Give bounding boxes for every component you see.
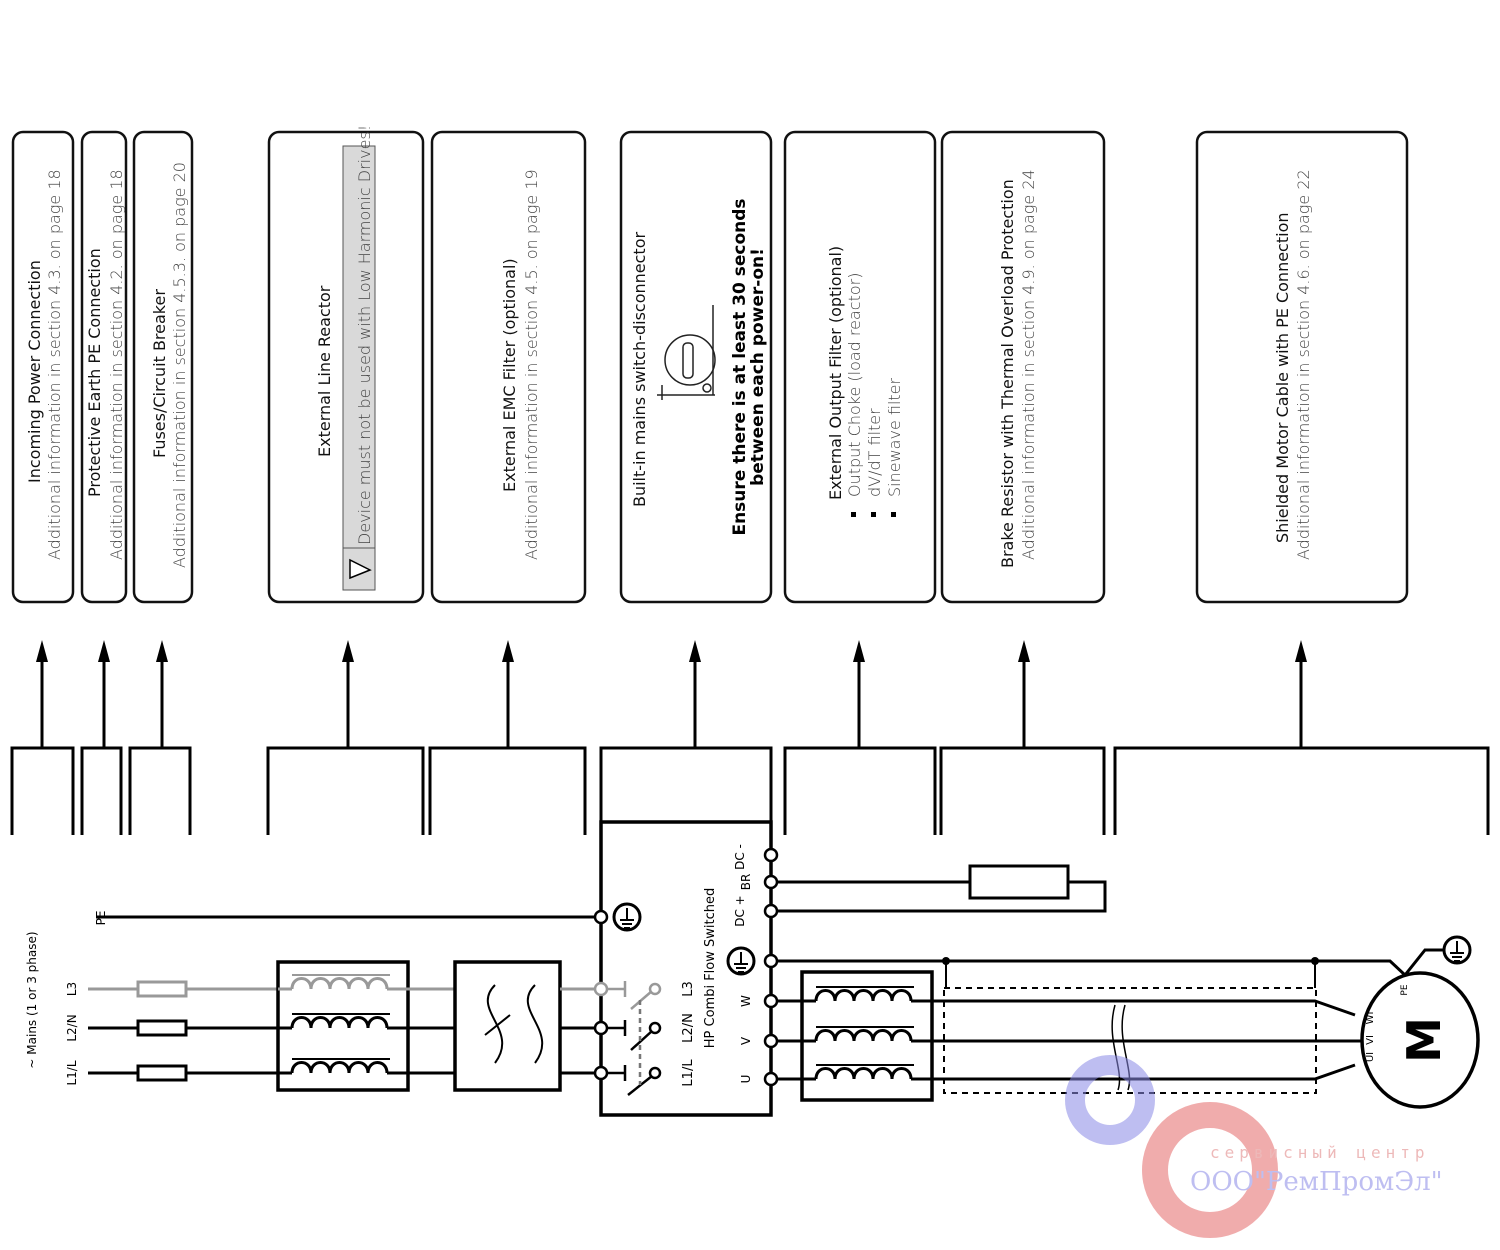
emc-filter [453, 960, 562, 1092]
watermark-line2: ООО"РемПромЭл" [1190, 1167, 1443, 1197]
fuse-l2 [136, 1019, 188, 1037]
watermark-line1: сервисный центр [1210, 1143, 1430, 1162]
filter-item: Sinewave filter [885, 377, 904, 497]
motor: M UI VI WI PE [1360, 971, 1480, 1109]
pointer-arrow [10, 640, 75, 835]
motor-terminal-u: UI [1365, 1052, 1376, 1062]
box-title: Shielded Motor Cable with PE Connection [1273, 212, 1292, 543]
earth-icon [726, 946, 756, 976]
box-info: Additional information in section 4.6. o… [1294, 169, 1313, 560]
box-output-filter: External Output Filter (optional) Output… [783, 130, 937, 604]
terminal-v: V [739, 1036, 753, 1045]
motor-earth-icon [1442, 935, 1472, 965]
box-motor-cable: Shielded Motor Cable with PE Connection … [1195, 130, 1409, 604]
box-pe-connection: Protective Earth PE Connection Additiona… [80, 130, 128, 604]
mains-label: ~ Mains (1 or 3 phase) [25, 931, 39, 1068]
notice-line2: between each power-on! [748, 248, 768, 486]
pointer-arrow [80, 640, 123, 835]
fuse-l1 [136, 1064, 188, 1082]
filter-item: dV/dT filter [865, 408, 884, 497]
bullet [851, 512, 856, 517]
inductor-coil [802, 1029, 936, 1043]
fuse-l3 [136, 980, 188, 998]
earth-icon [612, 902, 642, 932]
box-title: Incoming Power Connection [25, 260, 44, 483]
inductor-coil [278, 1016, 412, 1030]
terminal-dc-minus: DC - [733, 844, 747, 870]
box-fuses: Fuses/Circuit Breaker Additional informa… [132, 130, 194, 604]
phase-label-l2: L2/N [65, 1014, 79, 1041]
inductor-coil [802, 989, 936, 1003]
schematic: ~ Mains (1 or 3 phase) PE L1/L L2/N L3 H… [25, 820, 1480, 1117]
box-info: Additional information in section 4.3. o… [45, 169, 64, 560]
arrows [10, 640, 1490, 835]
brake-resistor [968, 864, 1070, 900]
switch-disconnector-icon [657, 305, 716, 400]
box-info: Additional information in section 4.9. o… [1019, 169, 1038, 560]
watermark-logo: сервисный центр ООО"РемПромЭл" [1065, 1055, 1443, 1238]
box-title: Protective Earth PE Connection [85, 248, 104, 497]
pointer-arrow [266, 640, 425, 835]
box-brake-resistor: Brake Resistor with Thermal Overload Pro… [940, 130, 1106, 604]
phase-label-l1: L1/L [65, 1060, 79, 1085]
terminal-br: BR [739, 874, 753, 891]
terminal-dc-plus: DC + [733, 895, 747, 927]
box-title: External EMC Filter (optional) [500, 258, 519, 492]
drive-name: HP Combi Flow Switched [703, 888, 718, 1048]
motor-terminal-v: VI [1365, 1035, 1376, 1045]
box-info: Additional information in section 4.5.3.… [170, 162, 189, 568]
drive-input-l3: L3 [681, 981, 696, 997]
drive-input-l1: L1/L [681, 1059, 696, 1087]
pointer-arrow [128, 640, 192, 835]
box-info: Additional information in section 4.2. o… [107, 169, 126, 560]
motor-terminal-w: WI [1365, 1012, 1376, 1025]
pointer-arrow [428, 640, 587, 835]
warning-text: Device must not be used with Low Harmoni… [355, 125, 374, 545]
warning-banner [342, 145, 376, 591]
line-reactor [276, 960, 410, 1092]
box-title: External Output Filter (optional) [826, 246, 845, 500]
pointer-arrow [1113, 640, 1490, 835]
notice-line1: Ensure there is at least 30 seconds [730, 198, 750, 535]
phase-label-l3: L3 [65, 982, 79, 996]
pointer-arrow [783, 640, 937, 835]
bullet [891, 512, 896, 517]
box-title: Brake Resistor with Thermal Overload Pro… [998, 179, 1017, 568]
pointer-arrow [939, 640, 1106, 835]
box-title: Fuses/Circuit Breaker [150, 289, 169, 458]
inductor-coil [278, 977, 412, 991]
box-incoming-power: Incoming Power Connection Additional inf… [11, 130, 75, 604]
box-switch-disconnector: Built-in mains switch-disconnector Ensur… [619, 130, 773, 604]
motor-terminal-pe: PE [1400, 984, 1410, 995]
terminal-w: W [739, 995, 753, 1007]
box-title: External Line Reactor [315, 285, 334, 457]
pointer-arrow [599, 640, 773, 835]
terminal-u: U [739, 1075, 753, 1084]
cable-shield [943, 987, 1317, 1094]
box-emc-filter: External EMC Filter (optional) Additiona… [430, 130, 587, 604]
box-title: Built-in mains switch-disconnector [630, 232, 649, 507]
filter-item: Output Choke (load reactor) [845, 273, 864, 497]
drive-unit [599, 820, 773, 1117]
box-info: Additional information in section 4.5. o… [522, 169, 541, 560]
bullet [871, 512, 876, 517]
inductor-coil [802, 1067, 936, 1081]
drive-input-l2: L2/N [681, 1013, 696, 1043]
inductor-coil [278, 1061, 412, 1075]
high-voltage-warning-icon [349, 558, 372, 580]
motor-symbol: M [1397, 1017, 1451, 1063]
box-line-reactor: External Line Reactor Device must not be… [267, 125, 425, 604]
